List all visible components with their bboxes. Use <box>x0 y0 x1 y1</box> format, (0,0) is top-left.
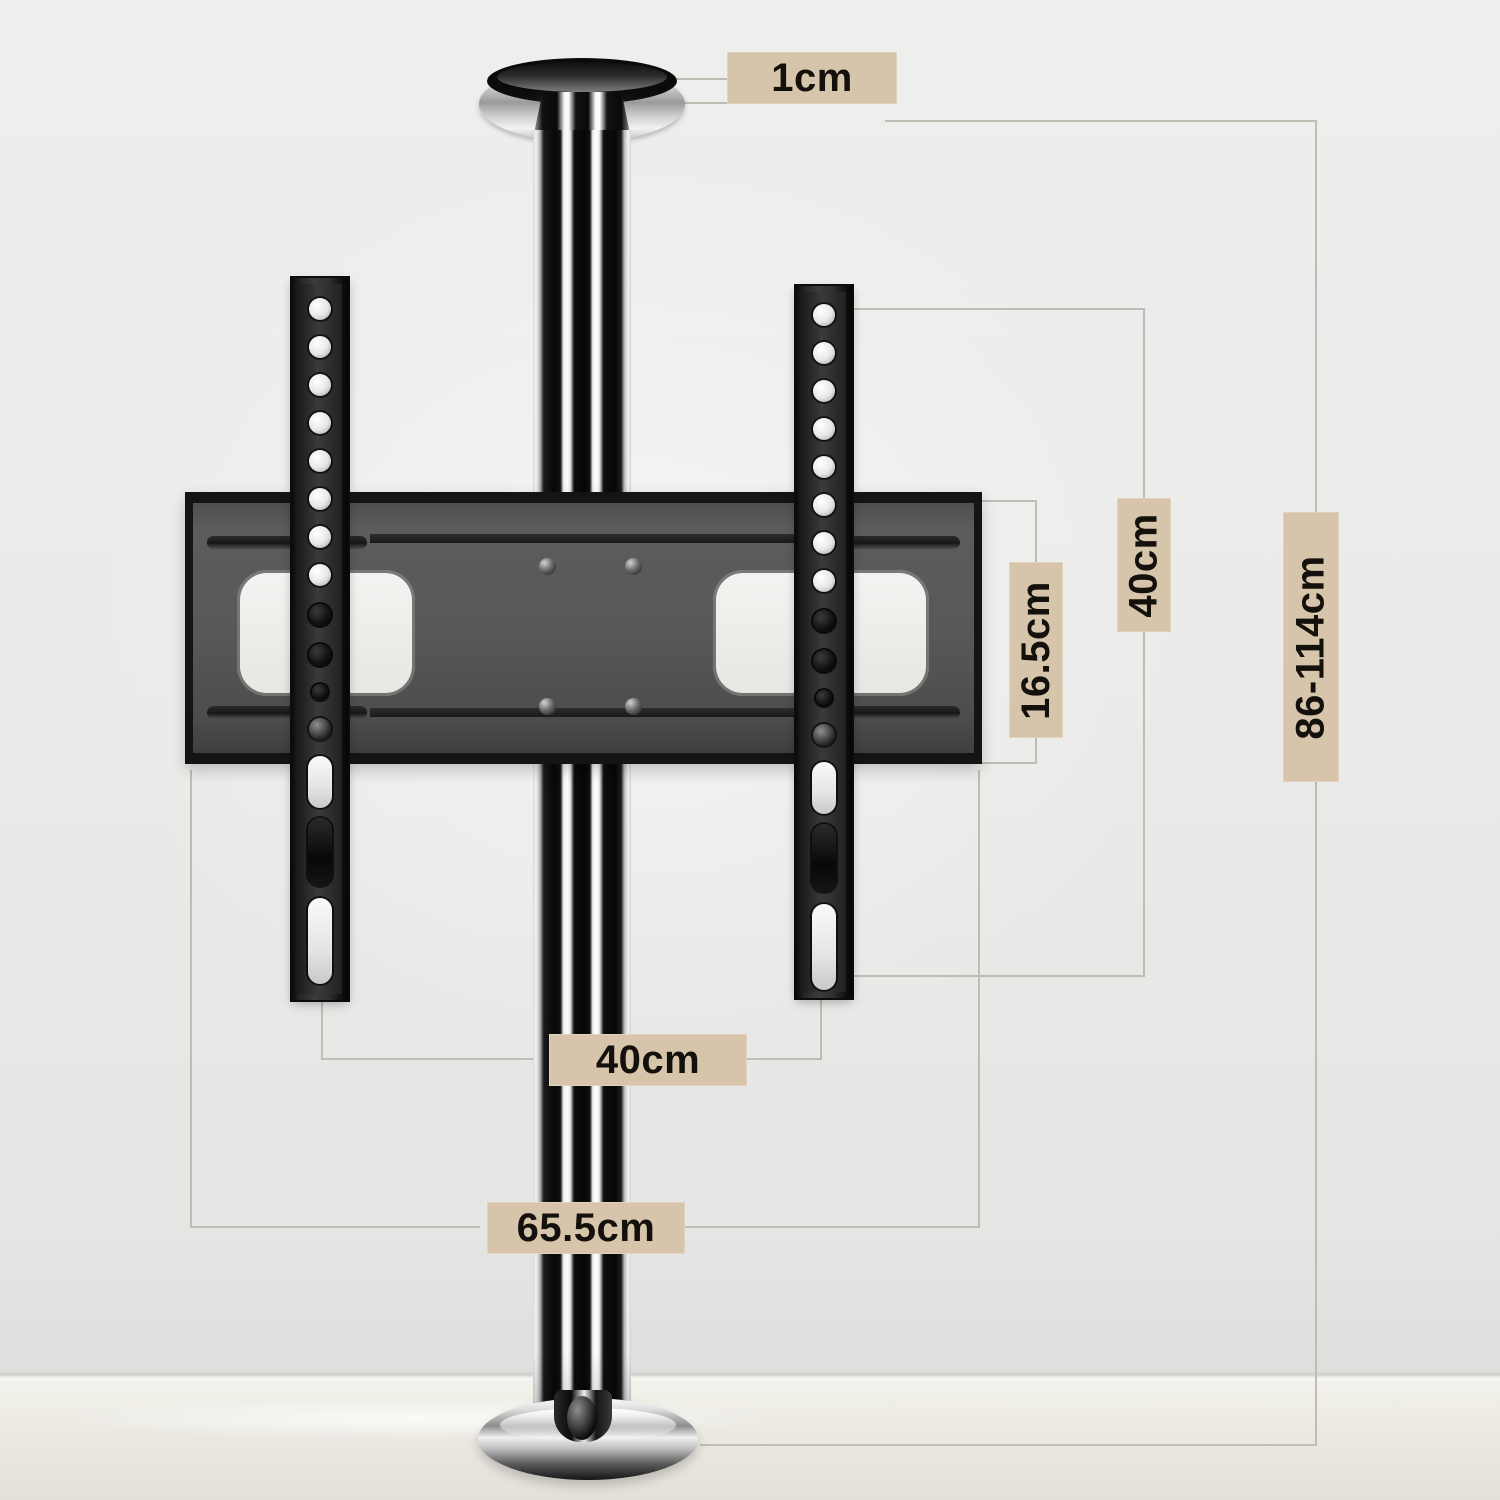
rail-right-slot-1 <box>812 762 836 814</box>
dimension-label-plate-width: 65.5cm <box>487 1202 685 1254</box>
label-text-40cm-rail: 40cm <box>1121 512 1166 618</box>
vertical-vesa-rail-right <box>796 286 852 998</box>
leader-rail-top <box>850 308 1145 310</box>
plate-band-top <box>370 534 800 543</box>
dimension-label-plate-height: 16.5cm <box>1009 562 1063 738</box>
plate-band-bottom <box>370 708 800 717</box>
rail-right-hole-8 <box>813 570 835 592</box>
rail-left-hole-8 <box>309 564 331 586</box>
rail-right-hole-5 <box>813 456 835 478</box>
rail-right-slot-2 <box>812 824 836 892</box>
dimension-label-rail-spacing: 40cm <box>549 1034 747 1086</box>
rail-right-slot-3 <box>812 904 836 990</box>
vertical-vesa-rail-left <box>292 278 348 1000</box>
rail-right-hole-6 <box>813 494 835 516</box>
ceiling-mount-cap <box>497 62 667 92</box>
plate-bolt-bl <box>539 698 556 715</box>
rail-left-hole-3 <box>309 374 331 396</box>
rail-right-hole-2 <box>813 342 835 364</box>
rail-left-hole-12 <box>309 718 331 740</box>
plate-bolt-tr <box>625 558 642 575</box>
rail-right-hole-3 <box>813 380 835 402</box>
plate-edge-right <box>974 492 982 764</box>
rail-right-hole-12 <box>813 724 835 746</box>
leader-total-bottom <box>700 1444 1317 1446</box>
plate-edge-top <box>185 492 982 503</box>
plate-bolt-tl <box>539 558 556 575</box>
dimension-label-total-height: 86-114cm <box>1283 512 1339 782</box>
leader-width-right-drop <box>978 770 980 1228</box>
rail-left-hole-2 <box>309 336 331 358</box>
plate-edge-bottom <box>185 753 982 764</box>
rail-left-hole-1 <box>309 298 331 320</box>
plate-edge-left <box>185 492 193 764</box>
leader-1cm-a <box>670 78 730 80</box>
rail-right-hole-11 <box>816 690 832 706</box>
rail-left-hole-7 <box>309 526 331 548</box>
leader-plate-top <box>975 500 1037 502</box>
chrome-pole-lower <box>533 762 631 1422</box>
leader-spacing-left-drop <box>321 1000 323 1060</box>
base-locking-screw <box>567 1396 597 1440</box>
dimension-label-rail-height: 40cm <box>1117 498 1171 632</box>
rail-left-slot-2 <box>308 818 332 886</box>
rail-left-hole-5 <box>309 450 331 472</box>
label-text-40cm-spacing: 40cm <box>595 1037 701 1082</box>
rail-left-hole-10 <box>309 644 331 666</box>
wall-floor-horizon <box>0 1372 1500 1380</box>
rail-right-hole-7 <box>813 532 835 554</box>
rail-right-hole-4 <box>813 418 835 440</box>
leader-rail-upper <box>1143 308 1145 498</box>
leader-spacing-right <box>744 1058 822 1060</box>
rail-left-hole-6 <box>309 488 331 510</box>
label-text-65-5cm: 65.5cm <box>516 1205 656 1250</box>
rail-left-slot-1 <box>308 756 332 808</box>
leader-width-right <box>672 1226 980 1228</box>
chrome-pole-upper <box>533 130 631 520</box>
rail-right-hole-9 <box>813 610 835 632</box>
leader-total-upper <box>1315 120 1317 528</box>
label-text-16-5cm: 16.5cm <box>1013 580 1058 720</box>
label-text-1cm: 1cm <box>771 55 853 100</box>
rail-left-slot-3 <box>308 898 332 984</box>
leader-rail-bottom <box>843 975 1145 977</box>
rail-left-hole-9 <box>309 604 331 626</box>
leader-total-lower <box>1315 782 1317 1446</box>
leader-plate-bottom <box>975 762 1037 764</box>
leader-width-left <box>190 1226 480 1228</box>
leader-plate-lower <box>1035 738 1037 764</box>
rail-left-hole-11 <box>312 684 328 700</box>
leader-total-top <box>885 120 1317 122</box>
plate-bolt-br <box>625 698 642 715</box>
label-text-86-114cm: 86-114cm <box>1288 554 1333 740</box>
dimension-label-pole-diameter: 1cm <box>727 52 897 104</box>
rail-right-hole-10 <box>813 650 835 672</box>
leader-plate-upper <box>1035 500 1037 562</box>
leader-spacing-right-drop <box>820 1000 822 1060</box>
leader-1cm-b <box>670 102 730 104</box>
rail-right-hole-1 <box>813 304 835 326</box>
leader-width-left-drop <box>190 770 192 1228</box>
leader-rail-lower <box>1143 632 1145 977</box>
leader-spacing-left <box>321 1058 541 1060</box>
floor-reflection <box>0 1396 1500 1442</box>
rail-left-hole-4 <box>309 412 331 434</box>
